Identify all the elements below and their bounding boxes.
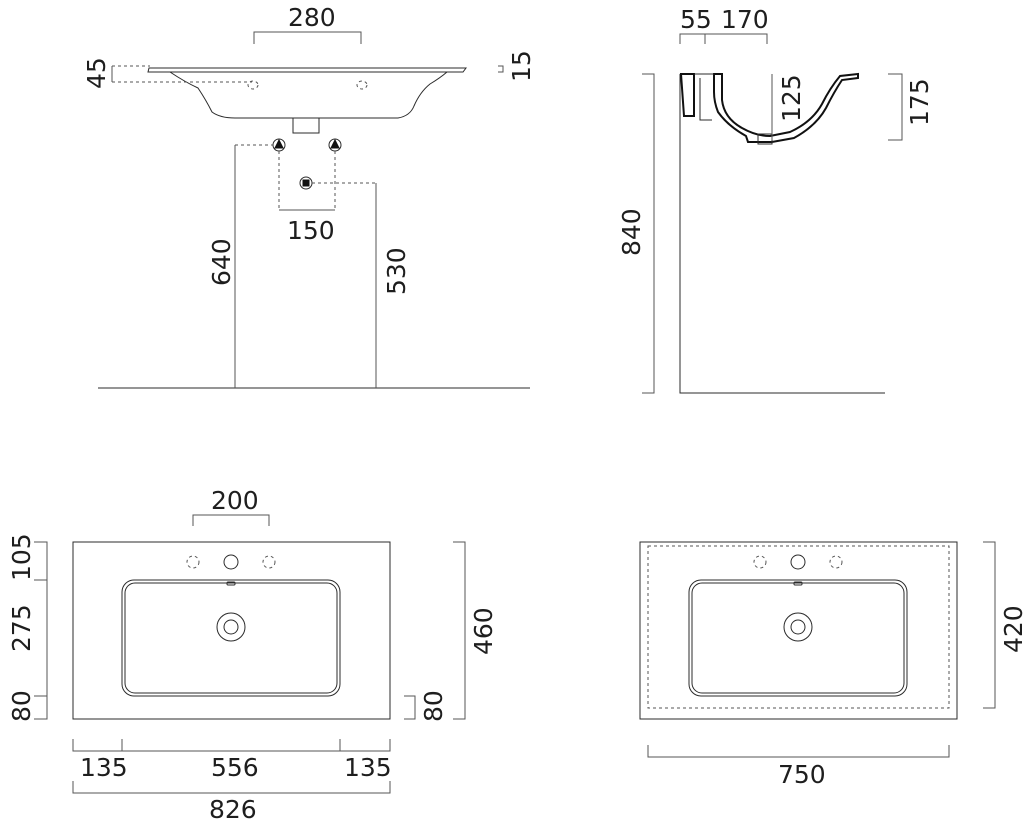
top826-tap-hole-right — [262, 555, 276, 569]
front-dim-280-line — [253, 31, 362, 44]
top826-dim-200-label: 200 — [211, 486, 259, 515]
top750-dim-420-line — [983, 541, 996, 709]
top750-overflow — [793, 581, 803, 586]
front-supply-right-arrow — [330, 138, 340, 149]
front-dim-530-label: 530 — [382, 247, 411, 295]
front-dim-15-bracket — [498, 65, 504, 73]
top750-tap-hole-right — [829, 555, 843, 569]
front-dim-150-label: 150 — [287, 216, 335, 245]
front-view: 280 45 15 150 640 530 — [82, 3, 536, 389]
top750-bowl — [688, 579, 908, 697]
front-dim-280-label: 280 — [288, 3, 336, 32]
top826-dim-826-label: 826 — [209, 795, 257, 824]
top750-outline — [639, 541, 958, 720]
top826-overflow — [226, 581, 236, 586]
front-basin-bowl — [169, 71, 448, 119]
side-dim-175-line — [888, 73, 903, 141]
side-dim-125-label: 125 — [777, 74, 806, 122]
top826-dim-135-left-label: 135 — [80, 753, 128, 782]
top826-bottom-dim-line — [72, 739, 391, 752]
top750-tap-hole-left — [753, 555, 767, 569]
top826-drain-outer — [216, 612, 246, 642]
side-basin-section — [679, 73, 695, 117]
side-dim-175-label: 175 — [905, 78, 934, 126]
top826-bowl — [121, 579, 341, 697]
top-view-750: 420 750 — [639, 541, 1024, 789]
top750-cabinet-outline — [647, 545, 950, 709]
side-view: 55 170 125 175 840 — [617, 5, 934, 394]
side-dim-55-label: 55 — [680, 5, 712, 34]
front-dim-45-label: 45 — [82, 57, 111, 89]
side-dim-840-line — [642, 73, 655, 394]
top750-drain-outer — [783, 612, 813, 642]
side-inner-profile — [694, 73, 714, 121]
top826-dim-275-label: 275 — [7, 604, 36, 652]
front-basin-rim — [147, 67, 467, 73]
top826-dim-460-line — [453, 541, 466, 720]
front-supply-left-arrow — [274, 138, 284, 149]
top826-bowl-inner — [124, 582, 338, 694]
top-view-826: 200 105 275 80 80 460 135 556 135 826 — [7, 486, 498, 824]
top750-dim-750-line — [647, 745, 950, 758]
top826-tap-hole-left — [186, 555, 200, 569]
top826-left-dim-line — [34, 541, 48, 720]
top826-dim-460-label: 460 — [469, 607, 498, 655]
top826-dim-826-line — [72, 781, 391, 794]
front-drain-square — [302, 179, 310, 187]
front-dim-15-label: 15 — [507, 50, 536, 82]
side-dim-840-label: 840 — [617, 208, 646, 256]
top750-dim-750-label: 750 — [778, 760, 826, 789]
front-dim-150-dashes — [278, 151, 336, 210]
top750-drain-inner — [790, 619, 806, 635]
top826-dim-80-right-line — [404, 695, 416, 720]
top750-dim-420-label: 420 — [999, 605, 1024, 653]
top826-drain-inner — [223, 619, 239, 635]
top750-bowl-inner — [691, 582, 905, 694]
top826-dim-200-line — [192, 514, 270, 526]
top750-tap-hole-center — [790, 554, 806, 570]
front-waste-outlet — [292, 117, 320, 134]
side-wall-floor — [679, 74, 885, 394]
front-tap-hole-right — [356, 80, 368, 90]
side-dim-55-170-line — [679, 33, 768, 44]
top826-dim-80-right-label: 80 — [419, 690, 448, 722]
top826-outline — [72, 541, 391, 720]
top826-dim-80-left-label: 80 — [7, 690, 36, 722]
front-dim-45-line — [112, 65, 252, 83]
side-basin-bowl-section — [713, 72, 859, 143]
side-dim-170-label: 170 — [721, 5, 769, 34]
top826-dim-556-label: 556 — [211, 753, 259, 782]
top826-dim-135-right-label: 135 — [344, 753, 392, 782]
top826-tap-hole-center — [223, 554, 239, 570]
front-tap-hole-left — [247, 80, 259, 90]
top826-dim-105-label: 105 — [7, 533, 36, 581]
front-dim-640-label: 640 — [207, 238, 236, 286]
